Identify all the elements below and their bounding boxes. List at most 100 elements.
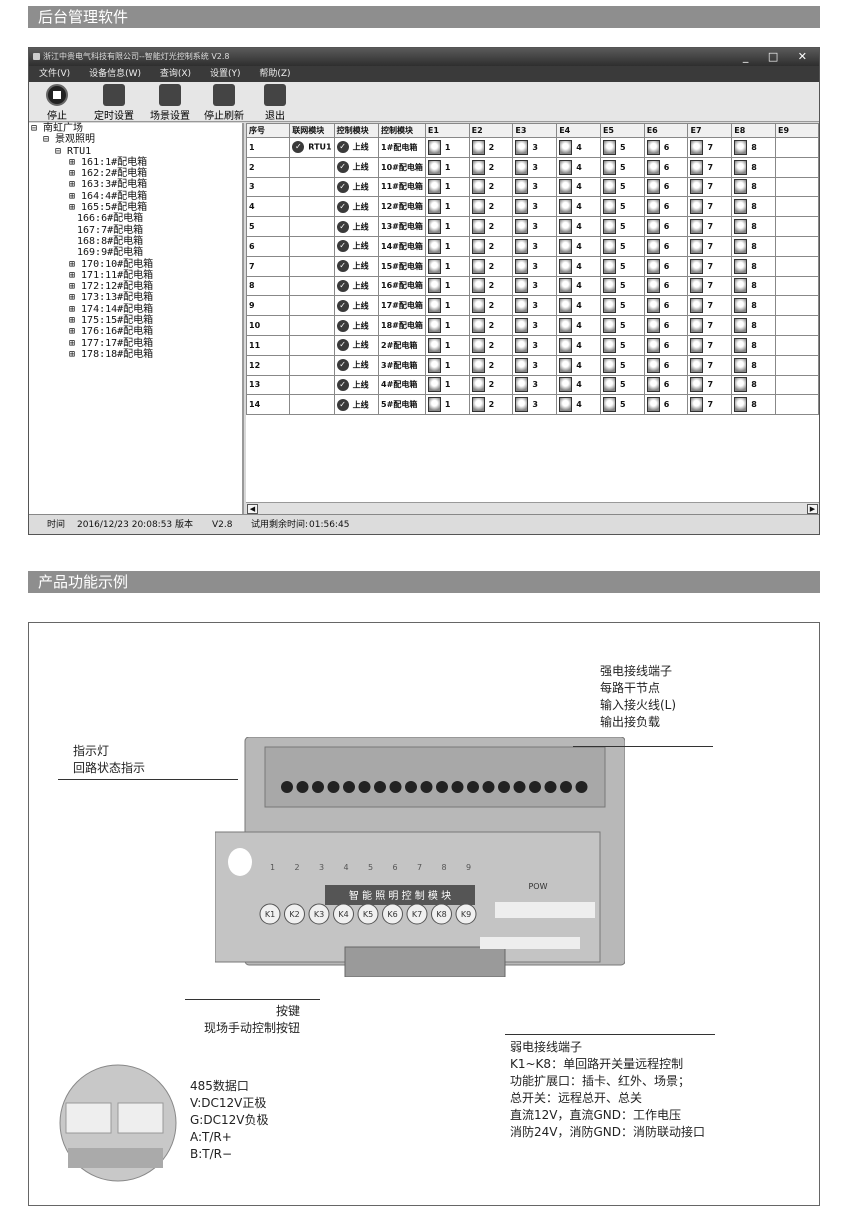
lamp-icon[interactable] [734, 377, 748, 393]
lamp-icon[interactable] [515, 377, 529, 393]
lamp-icon[interactable] [559, 318, 573, 334]
tree-rtu[interactable]: ⊟ RTU1 [55, 145, 92, 157]
lamp-cell[interactable]: 4 [556, 315, 601, 336]
key-button[interactable]: K4 [333, 903, 354, 925]
lamp-cell[interactable]: 7 [687, 295, 733, 317]
lamp-cell[interactable]: 7 [687, 315, 733, 336]
tree-root[interactable]: ⊟ 南虹广场 [31, 123, 84, 134]
lamp-cell[interactable]: 7 [687, 334, 733, 356]
lamp-icon[interactable] [690, 199, 704, 215]
lamp-cell[interactable]: 6 [643, 354, 689, 376]
lamp-icon[interactable] [471, 397, 485, 413]
lamp-icon[interactable] [515, 139, 529, 155]
lamp-icon[interactable] [690, 159, 704, 175]
grid-header-cell[interactable]: 联网模块 [289, 123, 335, 138]
lamp-cell[interactable]: 4 [556, 295, 601, 317]
lamp-cell[interactable]: 6 [643, 255, 689, 277]
grid-header-cell[interactable]: E4 [556, 123, 601, 138]
lamp-cell[interactable]: 3 [512, 334, 558, 356]
lamp-icon[interactable] [602, 258, 616, 274]
lamp-cell[interactable]: 6 [643, 275, 689, 297]
lamp-icon[interactable] [427, 298, 441, 314]
lamp-cell[interactable]: 3 [512, 255, 558, 277]
menu-file[interactable]: 文件(V) [39, 69, 71, 79]
grid-header-cell[interactable]: E1 [424, 123, 470, 138]
lamp-icon[interactable] [427, 179, 441, 195]
lamp-icon[interactable] [471, 278, 485, 294]
lamp-icon[interactable] [646, 199, 660, 215]
key-button[interactable]: K1 [259, 903, 281, 925]
lamp-icon[interactable] [690, 139, 704, 155]
lamp-icon[interactable] [515, 357, 529, 373]
tree-item[interactable]: ⊞ 161:1#配电箱 [69, 156, 148, 168]
lamp-cell[interactable]: 8 [731, 216, 777, 237]
menu-device-info[interactable]: 设备信息(W) [89, 69, 141, 79]
lamp-icon[interactable] [471, 337, 485, 353]
lamp-cell[interactable]: 7 [687, 374, 733, 396]
lamp-icon[interactable] [559, 377, 573, 393]
lamp-cell[interactable]: 6 [643, 374, 689, 396]
lamp-cell[interactable]: 2 [468, 176, 514, 198]
lamp-cell[interactable]: 2 [468, 334, 514, 356]
lamp-icon[interactable] [602, 199, 616, 215]
tree-item[interactable]: ⊞ 177:17#配电箱 [69, 337, 154, 349]
lamp-icon[interactable] [646, 298, 660, 314]
lamp-icon[interactable] [646, 357, 660, 373]
lamp-icon[interactable] [690, 318, 704, 334]
lamp-icon[interactable] [559, 199, 573, 215]
key-circle[interactable] [284, 903, 305, 925]
tree-item[interactable]: ⊞ 164:4#配电箱 [69, 190, 148, 202]
grid-header-cell[interactable]: E7 [687, 123, 733, 138]
menu-help[interactable]: 帮助(Z) [259, 69, 291, 79]
tree-item[interactable]: ⊞ 171:11#配电箱 [69, 269, 154, 281]
horizontal-scrollbar[interactable]: ◀ ▶ [246, 502, 819, 515]
lamp-icon[interactable] [471, 179, 485, 195]
lamp-icon[interactable] [646, 278, 660, 294]
lamp-icon[interactable] [690, 357, 704, 373]
tree-item[interactable]: ⊞ 165:5#配电箱 [69, 202, 148, 214]
key-circle[interactable] [455, 903, 477, 925]
lamp-cell[interactable]: 6 [643, 315, 689, 336]
lamp-cell[interactable]: 6 [643, 196, 689, 218]
lamp-icon[interactable] [515, 298, 529, 314]
lamp-icon[interactable] [734, 199, 748, 215]
lamp-icon[interactable] [646, 179, 660, 195]
key-button[interactable]: K6 [382, 903, 403, 925]
lamp-icon[interactable] [427, 159, 441, 175]
lamp-cell[interactable]: 1 [424, 315, 470, 336]
lamp-cell[interactable]: 2 [468, 137, 514, 158]
lamp-cell[interactable]: 2 [468, 295, 514, 317]
lamp-cell[interactable]: 1 [424, 176, 470, 198]
lamp-cell[interactable]: 3 [512, 374, 558, 396]
lamp-icon[interactable] [471, 377, 485, 393]
lamp-cell[interactable]: 5 [599, 137, 645, 158]
lamp-cell[interactable]: 1 [424, 137, 470, 158]
timer-settings-button[interactable]: 定时设置 [89, 84, 139, 122]
lamp-icon[interactable] [427, 397, 441, 413]
lamp-icon[interactable] [471, 199, 485, 215]
key-circle[interactable] [357, 903, 379, 925]
lamp-cell[interactable]: 4 [556, 137, 601, 158]
lamp-icon[interactable] [471, 318, 485, 334]
lamp-icon[interactable] [734, 219, 748, 235]
lamp-icon[interactable] [734, 318, 748, 334]
lamp-icon[interactable] [471, 139, 485, 155]
lamp-cell[interactable]: 2 [468, 216, 514, 237]
lamp-icon[interactable] [559, 139, 573, 155]
lamp-cell[interactable]: 8 [731, 394, 777, 416]
lamp-cell[interactable]: 2 [468, 354, 514, 376]
lamp-icon[interactable] [602, 298, 616, 314]
grid-header-cell[interactable]: E6 [643, 123, 689, 138]
lamp-cell[interactable]: 7 [687, 394, 733, 416]
lamp-icon[interactable] [471, 159, 485, 175]
lamp-cell[interactable]: 5 [599, 255, 645, 277]
lamp-icon[interactable] [515, 397, 529, 413]
stop-refresh-button[interactable]: 停止刷新 [199, 84, 249, 122]
lamp-icon[interactable] [602, 139, 616, 155]
tree-item[interactable]: ⊞ 174:14#配电箱 [69, 303, 154, 315]
lamp-cell[interactable]: 8 [731, 275, 777, 297]
